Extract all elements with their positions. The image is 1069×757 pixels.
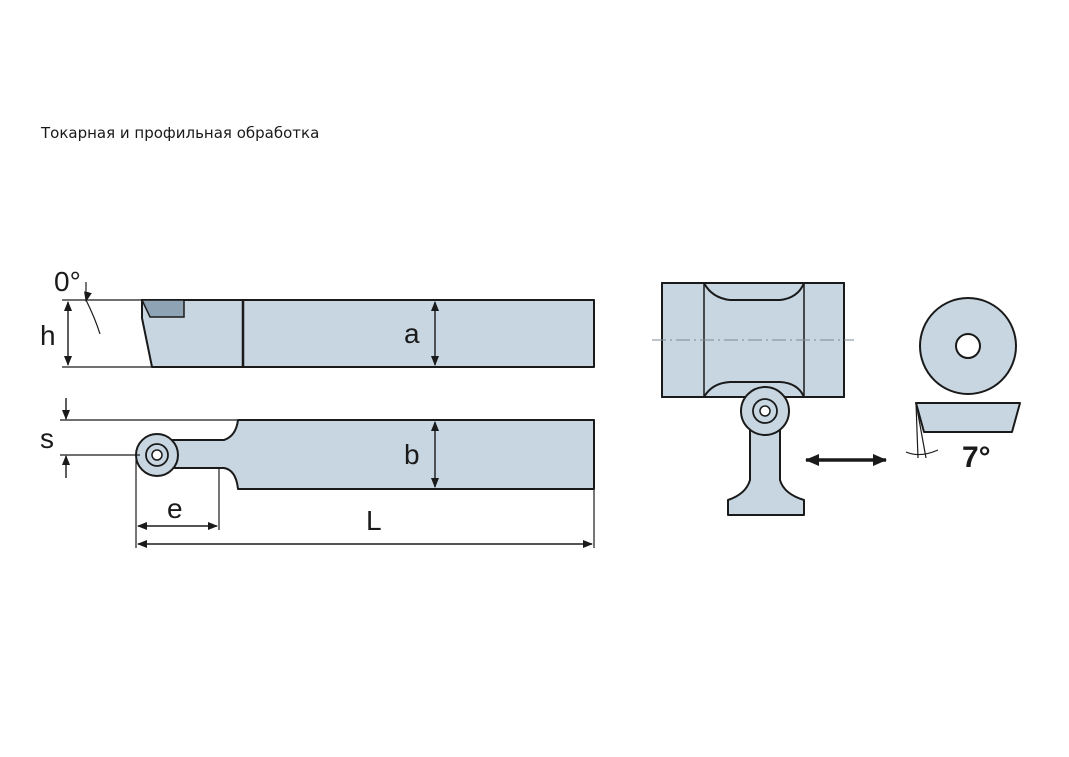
workpiece-view: [652, 282, 887, 516]
page-caption: Токарная и профильная обработка: [41, 124, 320, 142]
label-L: L: [366, 505, 382, 536]
label-s: s: [40, 423, 54, 454]
label-a: a: [404, 318, 420, 349]
insert-side-view: [915, 402, 1021, 433]
label-angle-insert: 7°: [962, 441, 991, 474]
holder-plan-view: [60, 398, 595, 548]
label-e: e: [167, 493, 183, 524]
insert-tip: [140, 299, 185, 318]
label-b: b: [404, 439, 420, 470]
holder-side-view: [62, 282, 595, 368]
label-angle-top: 0°: [54, 266, 81, 297]
insert-views: [905, 297, 1021, 459]
label-h: h: [40, 320, 56, 351]
